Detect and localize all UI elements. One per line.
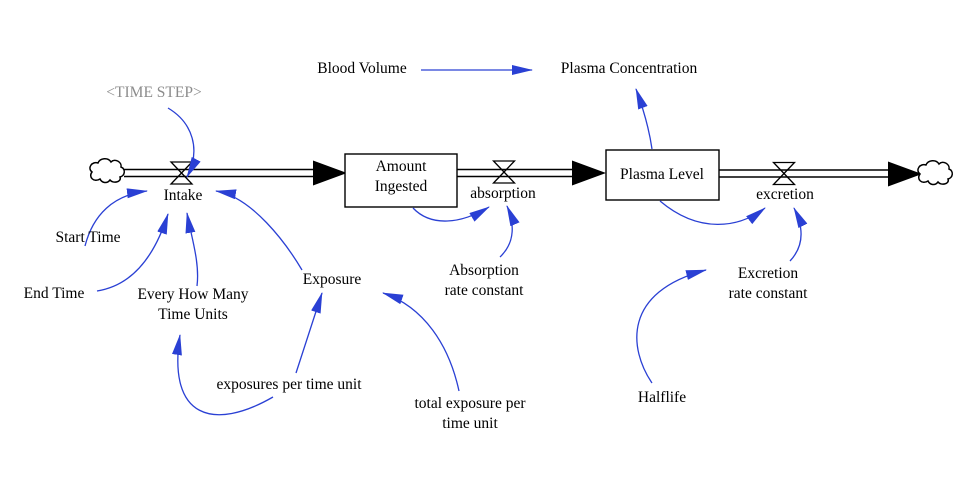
link-amount-ingested-to-absorption[interactable] xyxy=(412,206,490,222)
link-halflife-to-excretion-rate[interactable] xyxy=(636,269,707,384)
link-every-how-many-to-intake[interactable] xyxy=(185,212,199,287)
aux-excretion-rate-line1: Excretion xyxy=(737,265,799,282)
aux-absorption-rate-line2: rate constant xyxy=(444,282,524,299)
valve-excretion-icon[interactable] xyxy=(771,161,797,186)
aux-excretion-rate-constant[interactable]: Excretion rate constant xyxy=(729,264,808,304)
aux-plasma-concentration[interactable]: Plasma Concentration xyxy=(560,60,698,77)
link-excretion-rate-to-excretion[interactable] xyxy=(789,207,808,262)
flow-label-absorption[interactable]: absorption xyxy=(470,185,536,202)
link-plasma-level-to-plasma-concentration[interactable] xyxy=(635,88,653,150)
link-absorption-rate-to-absorption[interactable] xyxy=(499,205,520,258)
valve-absorption-icon[interactable] xyxy=(491,160,517,184)
flow-arrowhead-into-amount-ingested[interactable] xyxy=(313,160,347,186)
stock-label-amount-ingested[interactable]: Amount Ingested xyxy=(375,157,428,197)
stock-box-amount-ingested[interactable] xyxy=(344,153,458,208)
stock-label-amount-ingested-line1: Amount xyxy=(375,158,427,175)
aux-end-time[interactable]: End Time xyxy=(23,285,85,302)
flow-arrowhead-into-plasma-level[interactable] xyxy=(572,160,606,186)
aux-total-exposure-line2: time unit xyxy=(442,415,498,432)
aux-excretion-rate-line2: rate constant xyxy=(728,285,808,302)
link-exposures-per-time-unit-to-exposure[interactable] xyxy=(295,292,323,374)
aux-every-how-many-line1: Every How Many xyxy=(137,286,249,303)
link-exposure-to-intake[interactable] xyxy=(215,189,303,271)
link-end-time-to-intake[interactable] xyxy=(96,213,169,292)
source-cloud-icon[interactable] xyxy=(89,158,125,184)
sink-cloud-icon[interactable] xyxy=(917,160,953,186)
aux-every-how-many-line2: Time Units xyxy=(158,306,228,323)
stock-label-plasma-level[interactable]: Plasma Level xyxy=(620,166,704,183)
aux-total-exposure-line1: total exposure per xyxy=(414,395,526,412)
aux-absorption-rate-line1: Absorption xyxy=(449,262,519,279)
flow-pipe-absorption[interactable] xyxy=(457,168,576,178)
aux-halflife[interactable]: Halflife xyxy=(637,389,687,406)
flow-pipe-excretion[interactable] xyxy=(719,169,893,178)
aux-absorption-rate-constant[interactable]: Absorption rate constant xyxy=(445,261,524,301)
link-time-step-to-intake[interactable] xyxy=(167,107,201,178)
flow-pipe-intake[interactable] xyxy=(124,168,316,178)
aux-blood-volume[interactable]: Blood Volume xyxy=(317,60,407,77)
aux-start-time[interactable]: Start Time xyxy=(55,229,121,246)
link-total-exposure-to-exposure[interactable] xyxy=(382,292,460,392)
aux-total-exposure-per-time-unit[interactable]: total exposure per time unit xyxy=(414,394,525,434)
link-exposures-per-time-unit-to-every-how-many[interactable] xyxy=(172,334,274,416)
flow-label-excretion[interactable]: excretion xyxy=(756,186,814,203)
shadow-variable-time-step[interactable]: <TIME STEP> xyxy=(106,84,202,101)
flow-label-intake[interactable]: Intake xyxy=(163,187,203,204)
aux-exposures-per-time-unit[interactable]: exposures per time unit xyxy=(216,376,362,393)
link-plasma-level-to-excretion[interactable] xyxy=(659,200,766,226)
stock-box-plasma-level[interactable] xyxy=(605,149,720,201)
stock-label-amount-ingested-line2: Ingested xyxy=(374,178,428,195)
link-start-time-to-intake[interactable] xyxy=(84,188,148,247)
aux-exposure[interactable]: Exposure xyxy=(302,271,362,288)
aux-every-how-many-time-units[interactable]: Every How Many Time Units xyxy=(137,285,248,325)
flow-arrowhead-into-sink-cloud[interactable] xyxy=(888,161,922,187)
